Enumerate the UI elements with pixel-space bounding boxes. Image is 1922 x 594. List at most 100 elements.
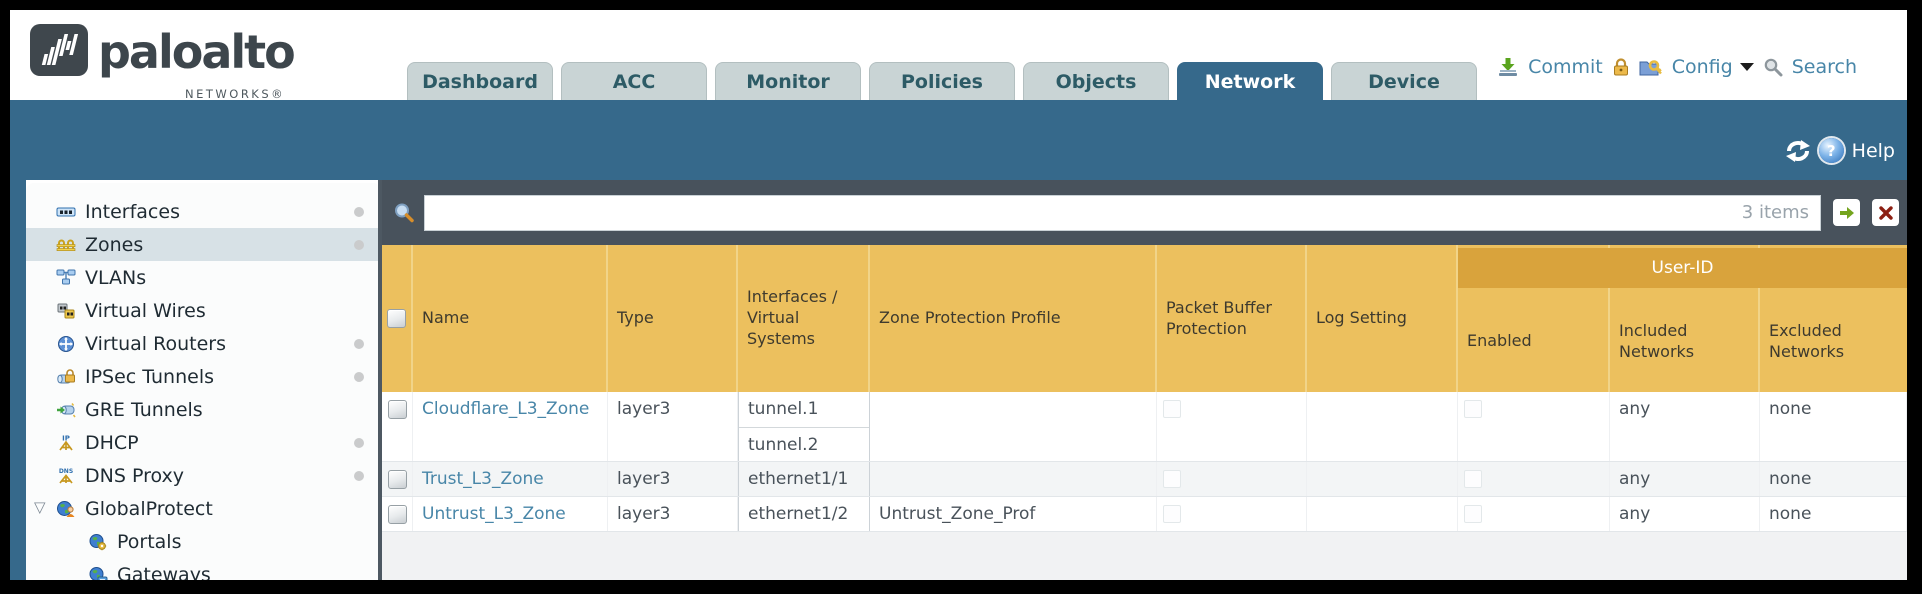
tab-device[interactable]: Device [1331,62,1477,100]
zone-protection-cell [870,392,1157,461]
paloalto-logo-icon [30,24,88,76]
interface-value: ethernet1/2 [748,504,849,524]
lock-icon[interactable] [1612,57,1630,77]
table-row: Cloudflare_L3_Zone layer3 tunnel.1 tunne… [382,392,1907,462]
brand-name: paloalto [98,25,296,79]
select-all-cell [382,245,413,392]
chevron-down-icon[interactable] [1739,63,1754,71]
sidebar-item-dns-proxy[interactable]: DNS DNS Proxy [26,459,378,492]
row-checkbox[interactable] [388,505,407,524]
brand-subtitle: NETWORKS® [185,87,286,101]
table-header: User-ID Name Type Interfaces / Virtual S… [382,245,1907,392]
commit-icon[interactable] [1497,57,1519,77]
row-checkbox[interactable] [388,470,407,489]
search-button[interactable]: Search [1791,56,1857,78]
sidebar-label: DHCP [85,431,139,454]
interface-value: tunnel.1 [748,399,819,419]
config-menu[interactable]: Config [1671,56,1733,78]
column-header-name[interactable]: Name [413,245,608,392]
zone-name-cell: Trust_L3_Zone [413,462,608,496]
column-header-type[interactable]: Type [608,245,738,392]
sidebar-item-zones[interactable]: Zones [26,228,378,261]
sidebar-item-vlans[interactable]: VLANs [26,261,378,294]
column-header-included-networks[interactable]: Included Networks [1610,245,1760,392]
zone-name-cell: Untrust_L3_Zone [413,497,608,531]
sidebar-item-gateways[interactable]: Gateways [26,558,378,580]
help-icon[interactable]: ? [1818,138,1844,163]
sidebar-label: Portals [117,530,182,553]
sidebar-item-interfaces[interactable]: Interfaces [26,195,378,228]
sidebar-item-gre-tunnels[interactable]: GRE Tunnels [26,393,378,426]
tab-network[interactable]: Network [1177,62,1323,100]
dhcp-icon: IP [59,434,73,451]
svg-text:IP: IP [62,434,70,442]
column-header-excluded-networks[interactable]: Excluded Networks [1769,320,1845,361]
user-id-enabled-cell [1458,462,1610,496]
zone-protection-cell [870,462,1157,496]
row-select-cell [382,392,413,461]
tab-dashboard[interactable]: Dashboard [407,62,553,100]
sidebar-item-virtual-wires[interactable]: Virtual Wires [26,294,378,327]
packet-buffer-checkbox [1163,470,1181,488]
interfaces-icon [56,207,76,216]
row-checkbox[interactable] [388,400,407,419]
log-setting-cell [1307,497,1458,531]
included-networks-cell: any [1610,462,1760,496]
status-dot [354,372,364,382]
tab-objects[interactable]: Objects [1023,62,1169,100]
sidebar-label: Gateways [117,563,211,581]
clear-filter-button[interactable] [1872,199,1899,226]
sidebar-item-portals[interactable]: Portals [26,525,378,558]
interface-value: ethernet1/1 [748,469,849,489]
zone-name-link[interactable]: Cloudflare_L3_Zone [422,399,590,419]
sidebar-label: VLANs [85,266,147,289]
sidebar-label: Virtual Wires [85,299,206,322]
zone-name-link[interactable]: Trust_L3_Zone [422,469,544,489]
tab-acc[interactable]: ACC [561,62,707,100]
sidebar-label: Zones [85,233,144,256]
dns-proxy-icon: DNS [59,468,73,484]
table-footer-space [382,532,1907,580]
log-setting-cell [1307,462,1458,496]
collapse-arrow-icon[interactable]: ▽ [34,498,46,516]
status-dot [354,240,364,250]
zone-name-link[interactable]: Untrust_L3_Zone [422,504,566,524]
packet-buffer-cell [1157,392,1307,461]
filter-input[interactable] [424,194,1821,231]
column-header-zone-protection[interactable]: Zone Protection Profile [870,245,1157,392]
sidebar-item-dhcp[interactable]: IP DHCP [26,426,378,459]
tab-monitor[interactable]: Monitor [715,62,861,100]
sidebar-item-globalprotect[interactable]: ▽ GlobalProtect [26,492,378,525]
sidebar-item-ipsec-tunnels[interactable]: IPSec Tunnels [26,360,378,393]
column-header-log-setting[interactable]: Log Setting [1307,245,1458,392]
status-dot [354,207,364,217]
apply-filter-button[interactable] [1833,199,1860,226]
sidebar-label: GlobalProtect [85,497,213,520]
left-teal-strip [10,180,26,580]
status-dot [354,438,364,448]
select-all-checkbox[interactable] [387,309,406,328]
commit-button[interactable]: Commit [1528,56,1603,78]
excluded-networks-cell: none [1760,392,1907,461]
ipsec-tunnels-icon [57,368,75,383]
zone-name-cell: Cloudflare_L3_Zone [413,392,608,461]
search-icon[interactable] [1763,57,1783,77]
column-header-enabled[interactable]: Enabled [1458,245,1610,392]
filter-input-wrap: 3 items [424,194,1821,231]
teal-banner: ? Help [10,100,1907,180]
refresh-icon[interactable] [1785,139,1811,162]
help-label[interactable]: Help [1851,139,1895,162]
included-networks-cell: any [1610,497,1760,531]
column-header-interfaces[interactable]: Interfaces / Virtual Systems [738,245,870,392]
interfaces-cell: ethernet1/2 [738,497,870,531]
filter-bar: 3 items [382,180,1907,245]
interfaces-cell: ethernet1/1 [738,462,870,496]
packet-buffer-checkbox [1163,400,1181,418]
row-select-cell [382,497,413,531]
tab-policies[interactable]: Policies [869,62,1015,100]
top-header: paloalto NETWORKS® Dashboard ACC Monitor… [10,10,1907,101]
config-icon[interactable] [1639,57,1663,77]
column-header-packet-buffer[interactable]: Packet Buffer Protection [1157,245,1307,392]
sidebar-item-virtual-routers[interactable]: Virtual Routers [26,327,378,360]
header-utilities: Commit Config Search [1497,56,1857,78]
